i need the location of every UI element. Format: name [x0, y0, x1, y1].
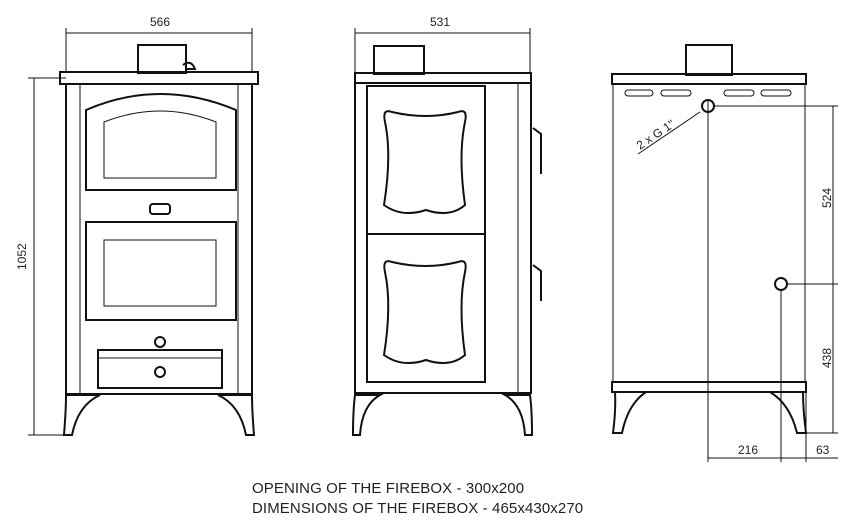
lower-height-label: 438: [820, 348, 834, 368]
firebox-opening-caption: OPENING OF THE FIREBOX - 300x200: [252, 480, 525, 497]
height-label: 1052: [15, 243, 29, 270]
connection-spec-label: 2 x G 1": [634, 117, 677, 153]
back-view: 2 x G 1" 524 438 216 63: [611, 44, 838, 462]
back-offset-label: 63: [816, 443, 830, 457]
firebox-dimensions-caption: DIMENSIONS OF THE FIREBOX - 465x430x270: [252, 500, 584, 517]
front-view: 566 1052: [15, 15, 259, 436]
upper-height-label: 524: [820, 188, 834, 208]
lower-connection: [774, 277, 838, 462]
side-view: 531: [351, 15, 542, 436]
offset-label: 216: [738, 443, 758, 457]
upper-connection: 2 x G 1": [634, 99, 838, 462]
front-width-label: 566: [150, 15, 170, 29]
side-width-label: 531: [430, 15, 450, 29]
